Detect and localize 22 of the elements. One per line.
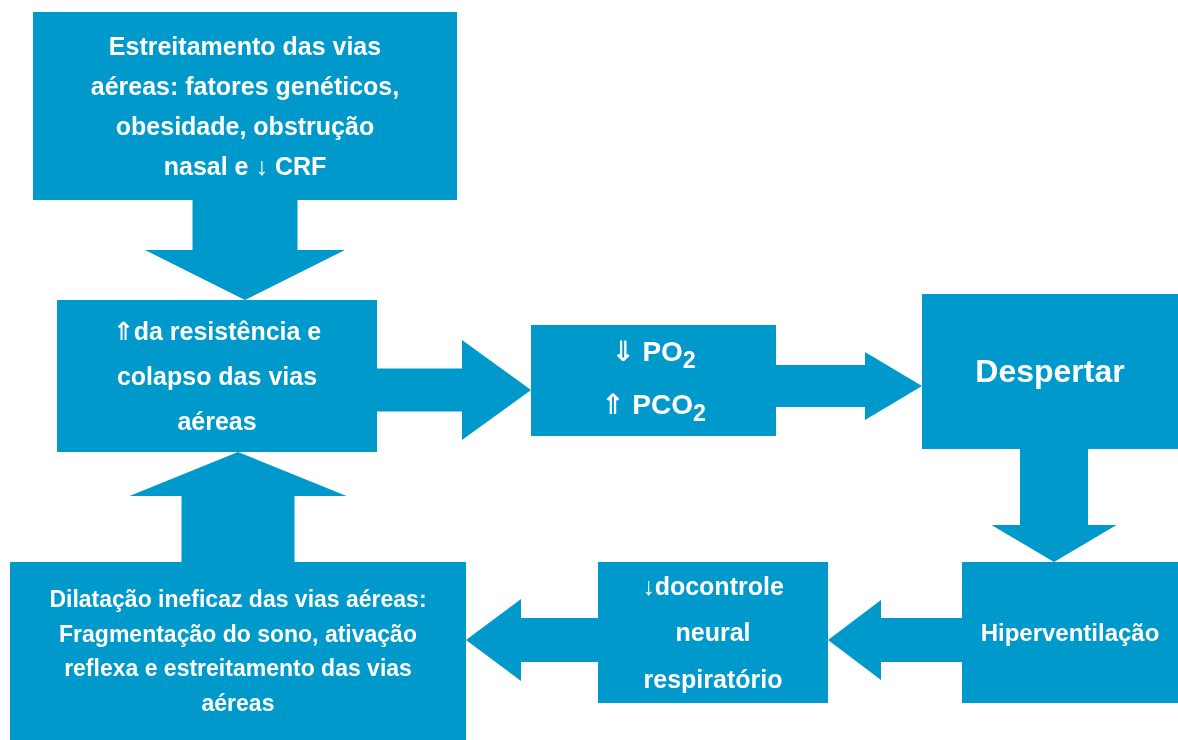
block-arrow (466, 599, 598, 681)
box-text: Estreitamento das vias aéreas: fatores genéticos, obesidade, obstrução nasal e ↓ CRF (89, 31, 401, 182)
box-text: ⇓ PO$_{2}$ (611, 335, 696, 375)
process-box (10, 562, 466, 740)
process-box (531, 325, 776, 436)
block-arrow (145, 200, 345, 300)
process-box (922, 294, 1178, 449)
process-box (598, 562, 828, 703)
box-text: ⇑ PCO$_{2}$ (601, 387, 706, 428)
process-box (57, 300, 377, 452)
process-box (33, 12, 457, 200)
block-arrow (776, 352, 922, 420)
box-text: Despertar (975, 351, 1125, 391)
box-text: Hiperventilação (980, 617, 1160, 648)
process-box (962, 562, 1178, 703)
block-arrow (828, 600, 962, 680)
box-text: ⇑da resistência e colapso das vias aéreas (111, 315, 323, 437)
box-text: ↓docontrole neural respiratório (641, 571, 785, 695)
block-arrow (129, 452, 347, 562)
block-arrow (377, 340, 531, 440)
box-text: Dilatação ineficaz das vias aéreas: Fragmentação do sono, ativação reflexa e estreitamento das vias aéreas (48, 585, 428, 718)
block-arrow (991, 449, 1117, 562)
